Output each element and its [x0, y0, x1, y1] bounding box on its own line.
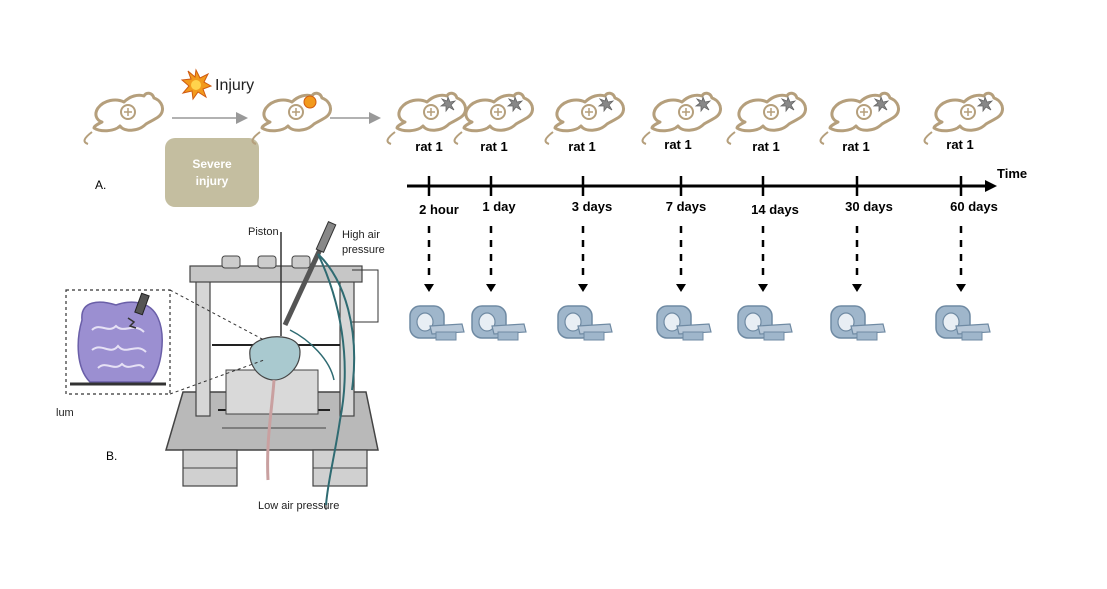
- rat-label-4: rat 1: [664, 137, 692, 152]
- time-label-1: 2 hour: [419, 202, 459, 217]
- panel-b-label: B.: [106, 449, 118, 463]
- mri-scanner-icon-6: [830, 305, 886, 341]
- low-air-pressure-label: Low air pressure: [258, 500, 340, 512]
- panel-a-label: A.: [95, 178, 107, 192]
- injury-label: Injury: [215, 77, 255, 94]
- time-label-6: 30 days: [845, 199, 893, 214]
- mri-scanner-icon-2: [471, 305, 527, 341]
- time-label-3: 3 days: [571, 199, 613, 214]
- explosion-icon: [180, 68, 213, 101]
- rat-label-7: rat 1: [946, 137, 974, 152]
- time-axis-arrowhead: [985, 180, 997, 192]
- high-air-pressure-label: High air pressure: [342, 229, 385, 256]
- rat-icon-3: [544, 91, 626, 146]
- time-label-7: 60 days: [950, 199, 998, 214]
- time-label-2: 1 day: [482, 199, 516, 214]
- rat-label-1: rat 1: [415, 139, 443, 154]
- injured-rat-icon: [251, 91, 333, 146]
- rat-label-5: rat 1: [752, 139, 780, 154]
- piston-label: Piston: [248, 226, 279, 238]
- severe-injury-label: Severe injury: [192, 156, 232, 188]
- mri-scanner-icon-1: [409, 305, 465, 341]
- rat-label-2: rat 1: [480, 139, 508, 154]
- dashed-arrows: [427, 226, 963, 282]
- rat-icon: [83, 91, 165, 146]
- severe-injury-box: Severe injury: [165, 138, 259, 207]
- rat-icon-5: [726, 91, 808, 146]
- rat-icon-6: [819, 91, 901, 146]
- mri-scanner-icon-5: [737, 305, 793, 341]
- lum-label: lum: [56, 407, 74, 419]
- time-label-5: 14 days: [751, 202, 799, 217]
- rat-label-6: rat 1: [842, 139, 870, 154]
- rat-label-3: rat 1: [568, 139, 596, 154]
- rat-icon-1: [386, 91, 468, 146]
- mri-scanner-icon-7: [935, 305, 991, 341]
- time-label-4: 7 days: [665, 199, 707, 214]
- mri-scanners: [409, 305, 991, 341]
- time-axis-ticks: [427, 176, 963, 196]
- mri-scanner-icon-4: [656, 305, 712, 341]
- dashed-arrowheads: [424, 284, 966, 292]
- brain-inset: [65, 289, 265, 395]
- time-axis-title: Time: [997, 166, 1028, 181]
- injury-apparatus: [164, 221, 379, 510]
- mri-scanner-icon-3: [557, 305, 613, 341]
- rat-icon-2: [453, 91, 535, 146]
